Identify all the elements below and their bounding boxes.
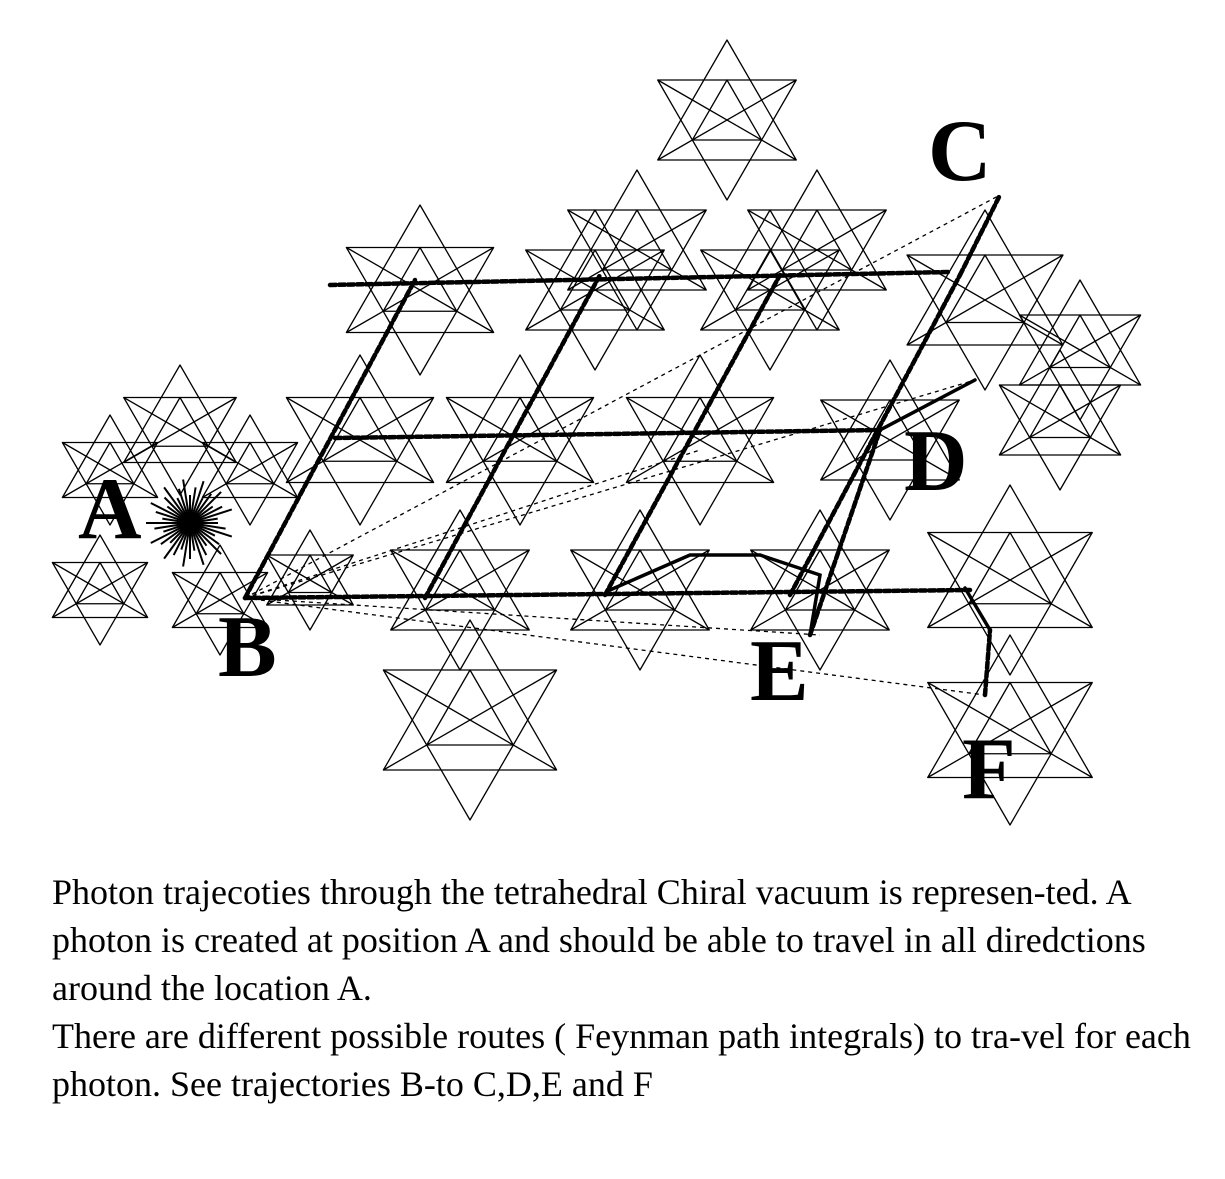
tetrahedron-up xyxy=(286,355,433,483)
label-f: F xyxy=(962,721,1016,818)
trajectory-ray xyxy=(245,195,1000,598)
tetrahedron-up xyxy=(346,205,493,333)
trajectory-segment xyxy=(330,272,950,285)
tetrahedron-up xyxy=(124,365,237,463)
inner-triangle xyxy=(692,80,761,140)
caption-paragraph-2: There are different possible routes ( Fe… xyxy=(52,1012,1212,1108)
star-tetrahedron-cell xyxy=(267,530,354,630)
label-d: D xyxy=(904,413,968,510)
figure-caption: Photon trajecoties through the tetrahedr… xyxy=(52,868,1212,1108)
inner-triangle xyxy=(76,563,124,604)
inner-triangle xyxy=(152,398,208,447)
lattice-svg: A B C D E F xyxy=(0,0,1225,860)
trajectory-ray xyxy=(245,380,975,598)
star-tetrahedron-cell xyxy=(658,40,797,200)
tetrahedron-up xyxy=(568,170,707,290)
caption-paragraph-1: Photon trajecoties through the tetrahedr… xyxy=(52,868,1212,1012)
inner-triangle xyxy=(969,533,1051,604)
inner-triangle xyxy=(782,210,851,270)
label-b: B xyxy=(218,599,277,696)
lattice-diagram: A B C D E F xyxy=(0,0,1225,860)
label-e: E xyxy=(750,623,809,720)
inner-triangle xyxy=(946,255,1024,323)
tetrahedron-up xyxy=(1019,280,1140,385)
inner-triangle xyxy=(735,250,804,310)
star-tetrahedron-cell xyxy=(346,205,493,375)
tetrahedron-up xyxy=(267,530,354,605)
star-tetrahedron-cell xyxy=(999,350,1120,490)
inner-triangle xyxy=(663,398,737,462)
tetrahedron-up xyxy=(907,210,1063,345)
tetrahedron-up xyxy=(999,350,1120,455)
photon-burst-icon xyxy=(146,480,232,567)
trajectory-segment xyxy=(335,430,880,438)
inner-triangle xyxy=(1050,315,1111,368)
inner-triangle xyxy=(483,398,557,462)
tetrahedron-up xyxy=(383,620,556,770)
inner-triangle xyxy=(427,670,514,745)
inner-triangle xyxy=(383,248,457,312)
label-c: C xyxy=(928,103,992,200)
tetrahedron-up xyxy=(658,40,797,160)
star-tetrahedron-cell xyxy=(928,485,1093,675)
trajectory-ray xyxy=(245,598,985,695)
star-tetrahedron-cell xyxy=(446,355,593,525)
tetrahedron-up xyxy=(751,510,890,630)
star-tetrahedron-cell xyxy=(907,210,1063,390)
star-tetrahedron-cell xyxy=(383,620,556,820)
trajectory-segment xyxy=(985,630,990,695)
inner-triangle xyxy=(1030,385,1091,438)
star-tetrahedron-cell xyxy=(626,355,773,525)
label-a: A xyxy=(78,461,142,558)
trajectory-ray xyxy=(245,598,820,635)
